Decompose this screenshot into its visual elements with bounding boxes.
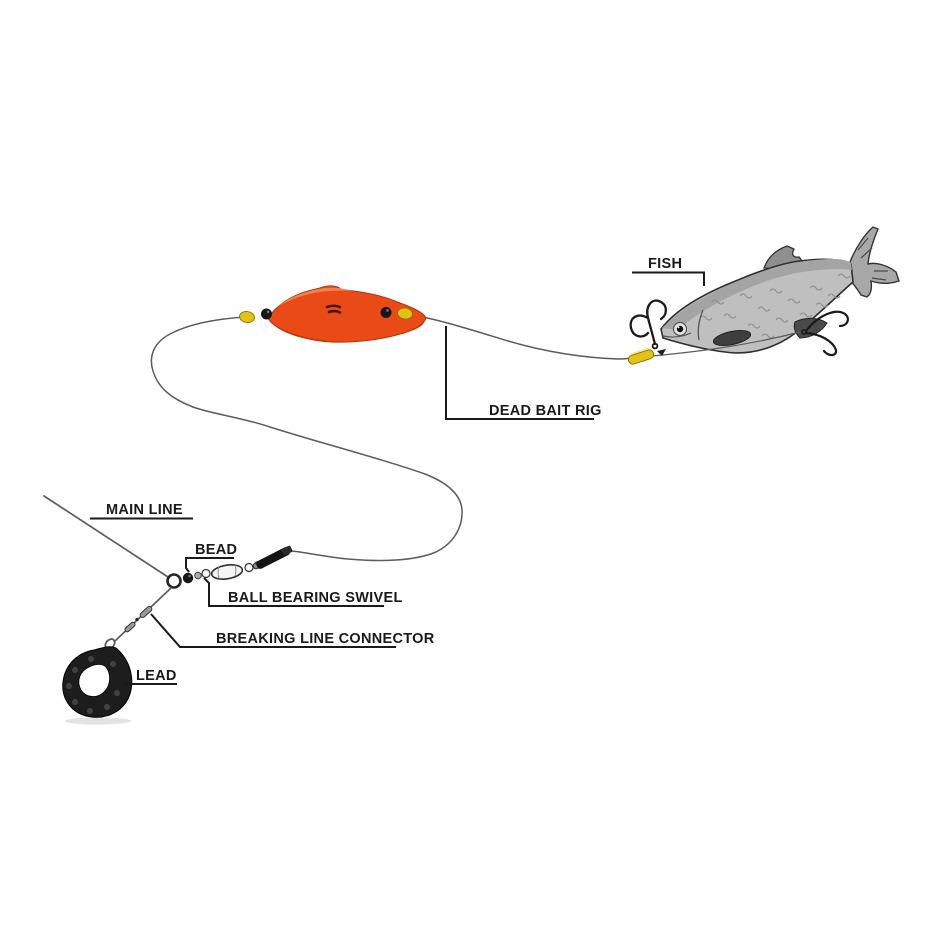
black-bead bbox=[182, 572, 194, 584]
fish-eye bbox=[672, 321, 688, 337]
line-sleeve-connector bbox=[252, 545, 293, 570]
dead-bait-rig-label-text: DEAD BAIT RIG bbox=[489, 403, 602, 419]
main-line-label-text: MAIN LINE bbox=[106, 502, 183, 518]
fish-label: FISH bbox=[632, 256, 705, 286]
main-line-label: MAIN LINE bbox=[90, 502, 193, 520]
breaking-line-connector-label: BREAKING LINE CONNECTOR bbox=[150, 613, 435, 648]
lead-shadow bbox=[65, 717, 131, 725]
mouth-line bbox=[662, 332, 692, 338]
breaking-line-connector-leader bbox=[150, 613, 396, 648]
rig-line-s-curve bbox=[150, 316, 463, 562]
treble-hook-front bbox=[629, 299, 668, 350]
ball-bearing-swivel-label: BALL BEARING SWIVEL bbox=[203, 577, 403, 607]
line-arrow-marker bbox=[657, 349, 666, 356]
rig-line-to-fish bbox=[406, 313, 638, 360]
bead-label: BEAD bbox=[185, 542, 237, 573]
dead-bait-rig-label: DEAD BAIT RIG bbox=[445, 326, 602, 420]
fish-label-text: FISH bbox=[648, 256, 682, 272]
pelvic-fin bbox=[793, 317, 828, 339]
lead-label-text: LEAD bbox=[136, 668, 177, 684]
snell-line bbox=[651, 331, 801, 357]
pectoral-fin bbox=[712, 330, 752, 346]
lead-dimples bbox=[66, 656, 120, 714]
ball-bearing-swivel-label-text: BALL BEARING SWIVEL bbox=[228, 590, 403, 606]
bait-tube bbox=[627, 347, 655, 365]
ball-bearing-swivel-leader bbox=[203, 577, 384, 607]
lead-weight bbox=[62, 638, 133, 725]
main-line bbox=[43, 495, 169, 578]
treble-hook-rear bbox=[800, 310, 849, 357]
bead-label-leader bbox=[185, 557, 234, 573]
float-logo-mark bbox=[325, 304, 342, 314]
black-bead-left bbox=[261, 308, 272, 320]
tail-fin bbox=[849, 226, 900, 298]
fish-scales bbox=[699, 273, 851, 341]
bead-label-text: BEAD bbox=[195, 542, 237, 558]
black-bead-right bbox=[380, 307, 392, 318]
breaking-line bbox=[114, 587, 172, 642]
lead-label: LEAD bbox=[124, 668, 177, 685]
gill-line bbox=[697, 309, 704, 341]
yellow-bead-right bbox=[397, 307, 413, 320]
float-highlight-top bbox=[276, 287, 352, 308]
float bbox=[239, 285, 427, 343]
fish-body bbox=[660, 258, 854, 354]
junction-ring bbox=[166, 573, 182, 589]
breaking-line-connector-label-text: BREAKING LINE CONNECTOR bbox=[216, 631, 435, 647]
lead-hole bbox=[78, 663, 111, 697]
labels: FISH DEAD BAIT RIG MAIN LINE BEAD BALL B… bbox=[90, 256, 705, 685]
dead-bait-rig-leader bbox=[445, 326, 594, 420]
ball-bearing-swivel bbox=[182, 561, 262, 584]
float-beads bbox=[239, 307, 413, 323]
fish-illustration bbox=[660, 226, 900, 354]
fish-label-leader bbox=[632, 271, 705, 286]
yellow-bead-left bbox=[239, 311, 255, 323]
